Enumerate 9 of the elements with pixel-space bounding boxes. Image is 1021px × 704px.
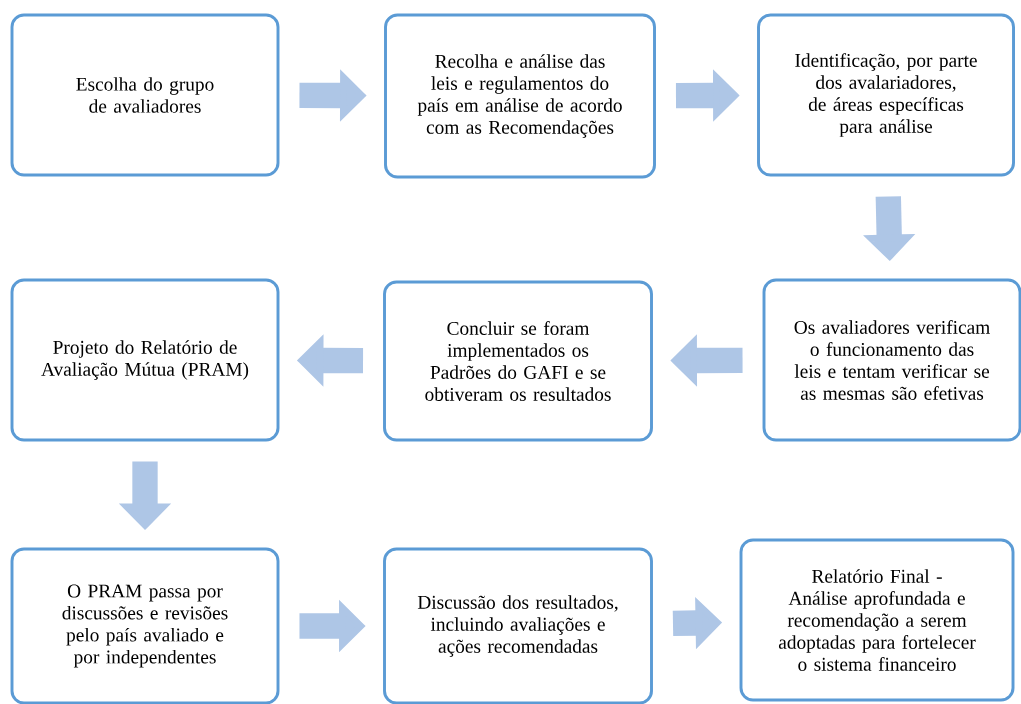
process-box: O PRAM passa por discussões e revisões pelo país avaliado e por independentes bbox=[10, 547, 280, 704]
process-box: Os avaliadores verificam o funcionamento das leis e tentam verificar se as mesmas são efetivas bbox=[762, 278, 1021, 442]
process-box: Identificação, por parte dos avalariadores, de áreas específicas para análise bbox=[757, 13, 1015, 177]
process-box: Relatório Final - Análise aprofundada e recomendação a serem adoptadas para fortelecer o sistema financeiro bbox=[739, 538, 1015, 702]
process-box: Discussão dos resultados, incluindo avaliações e ações recomendadas bbox=[383, 547, 653, 704]
process-box: Escolha do grupo de avaliadores bbox=[10, 13, 280, 177]
process-box: Recolha e análise das leis e regulamentos do país em análise de acordo com as Recomendações bbox=[384, 13, 656, 179]
process-box: Projeto do Relatório de Avaliação Mútua (PRAM) bbox=[10, 278, 280, 442]
process-box: Concluir se foram implementados os Padrões do GAFI e se obtiveram os resultados bbox=[383, 280, 653, 442]
